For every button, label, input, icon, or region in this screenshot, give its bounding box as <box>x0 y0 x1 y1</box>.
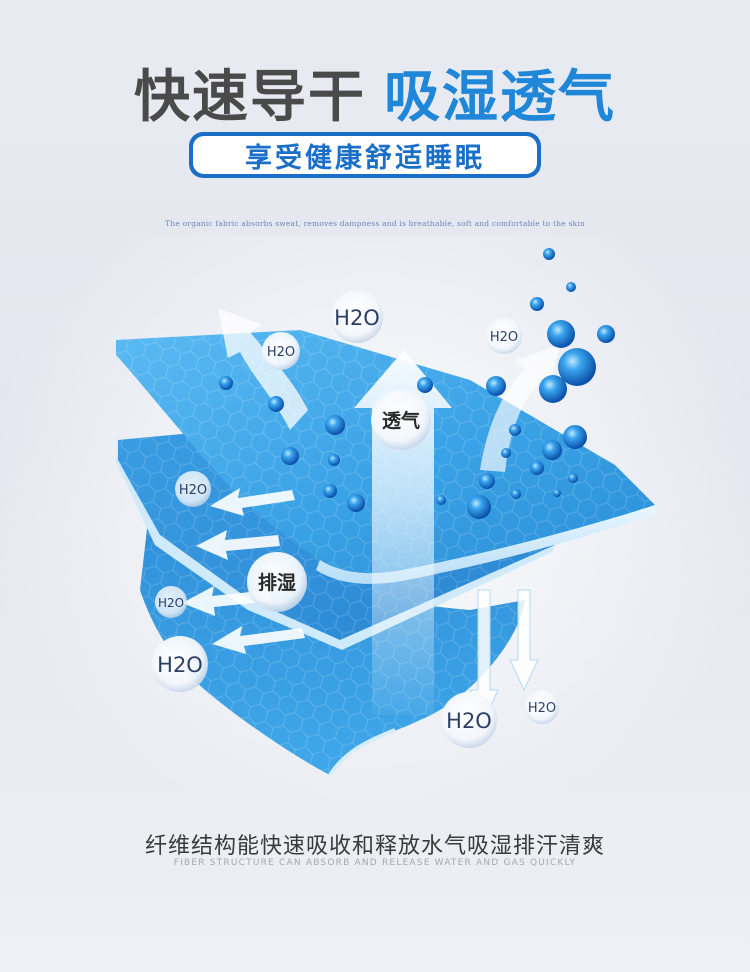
water-droplet <box>543 248 555 260</box>
water-droplet <box>325 415 345 435</box>
vapor-bubble: H2O <box>155 586 187 618</box>
breathable-label: 透气 <box>382 409 420 432</box>
vapor-bubble: H2O <box>262 332 300 370</box>
water-droplets <box>219 248 615 519</box>
vapor-label: H2O <box>179 483 207 498</box>
vapor-bubbles: H2O H2O H2O H2O H2O H2O <box>152 291 559 748</box>
water-droplet <box>563 425 587 449</box>
vapor-arrow-left <box>218 308 308 430</box>
water-droplet <box>558 348 596 386</box>
vapor-bubble: H2O <box>331 291 383 343</box>
water-droplet <box>597 325 615 343</box>
vapor-label: H2O <box>158 596 184 610</box>
vapor-label: H2O <box>334 306 380 330</box>
water-droplet <box>323 484 337 498</box>
water-droplet <box>553 489 561 497</box>
water-droplet <box>501 448 511 458</box>
drain-arrow-2 <box>509 589 539 692</box>
headline-right: 吸湿透气 <box>384 65 616 130</box>
water-droplet <box>328 454 340 466</box>
water-droplet <box>530 461 544 475</box>
wick-arrow-4 <box>212 626 305 654</box>
vapor-label: H2O <box>157 653 203 677</box>
subtitle: 享受健康舒适睡眠 <box>193 136 537 174</box>
water-droplet <box>436 495 446 505</box>
headline: 快速导干吸湿透气 <box>0 52 750 133</box>
water-droplet <box>268 396 284 412</box>
subtitle-pill: 享受健康舒适睡眠 <box>189 132 541 178</box>
vapor-arrow-right <box>480 345 560 472</box>
vapor-bubble: H2O <box>525 690 559 724</box>
water-droplet <box>568 473 578 483</box>
wicking-bubble: 排湿 <box>247 552 307 612</box>
wick-arrow-2 <box>196 530 280 560</box>
caption-cn: 纤维结构能快速吸收和释放水气吸湿排汗清爽 <box>144 834 605 859</box>
vapor-label: H2O <box>528 701 556 716</box>
vapor-arrow-center <box>354 350 452 715</box>
vapor-bubble: H2O <box>152 636 208 692</box>
tagline-en: The organic fabric absorbs sweat, remove… <box>165 219 585 228</box>
vapor-label: H2O <box>267 345 295 360</box>
water-droplet <box>542 440 562 460</box>
water-droplet <box>566 282 576 292</box>
water-droplet <box>219 376 233 390</box>
vapor-label: H2O <box>446 709 492 733</box>
water-droplet <box>479 473 495 489</box>
water-droplet <box>530 297 544 311</box>
water-droplet <box>417 377 433 393</box>
water-droplet <box>509 424 521 436</box>
breathable-bubble: 透气 <box>371 390 431 450</box>
water-droplet <box>467 495 491 519</box>
vapor-bubble: H2O <box>441 692 497 748</box>
caption-en: FIBER STRUCTURE CAN ABSORB AND RELEASE W… <box>173 858 577 868</box>
vapor-bubble: H2O <box>486 318 522 354</box>
vapor-label: H2O <box>490 330 518 345</box>
water-droplet <box>539 375 567 403</box>
headline-left: 快速导干 <box>134 65 366 130</box>
wick-arrow-1 <box>210 488 295 516</box>
water-droplet <box>511 489 521 499</box>
water-droplet <box>347 494 365 512</box>
wicking-label: 排湿 <box>258 571 296 594</box>
vapor-bubble: H2O <box>175 471 211 507</box>
water-droplet <box>547 320 575 348</box>
water-droplet <box>281 447 299 465</box>
water-droplet <box>486 376 506 396</box>
